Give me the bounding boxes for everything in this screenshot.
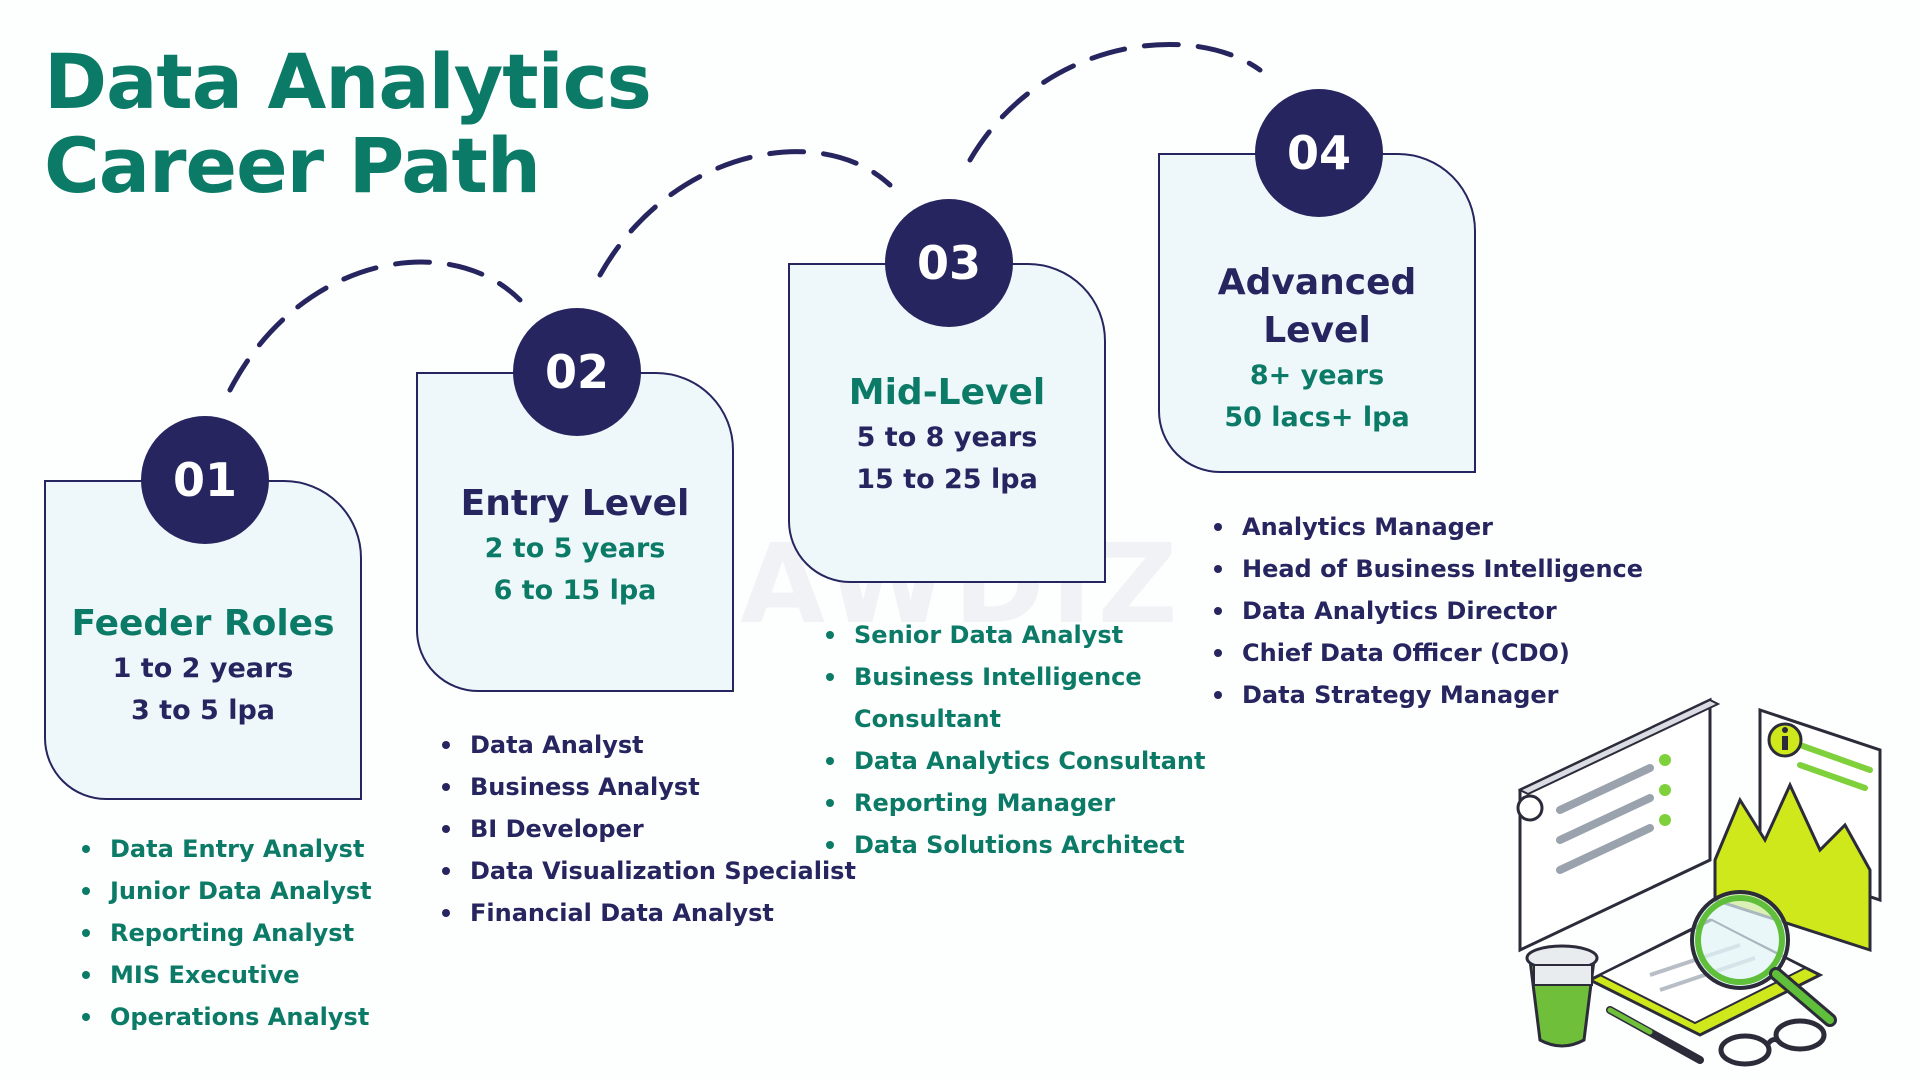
role-item: BI Developer — [436, 808, 856, 850]
role-item: Reporting Manager — [820, 782, 1205, 824]
stage-card-4: 04 Advanced Level 8+ years 50 lacs+ lpa — [1158, 89, 1476, 473]
analytics-illustration — [1516, 697, 1882, 1067]
stage-roles-list-3: Senior Data Analyst Business Intelligenc… — [820, 614, 1205, 866]
role-item: Data Strategy Manager — [1208, 674, 1643, 716]
stage-title: Advanced Level — [1217, 262, 1417, 351]
stage-roles-list-4: Analytics Manager Head of Business Intel… — [1208, 506, 1643, 716]
role-item: Operations Analyst — [76, 996, 372, 1038]
stage-experience: 5 to 8 years — [856, 422, 1038, 453]
role-item: Data Analytics Director — [1208, 590, 1643, 632]
role-item: Analytics Manager — [1208, 506, 1643, 548]
stage-experience: 2 to 5 years — [484, 533, 666, 564]
role-item: Head of Business Intelligence — [1208, 548, 1643, 590]
coffee-cup-icon — [1525, 944, 1599, 1048]
stage-card-1: 01 Feeder Roles 1 to 2 years 3 to 5 lpa — [44, 416, 362, 800]
stage-number-badge: 01 — [141, 416, 269, 544]
stage-roles-list-2: Data Analyst Business Analyst BI Develop… — [436, 724, 856, 934]
role-item: Data Visualization Specialist — [436, 850, 856, 892]
stage-number-badge: 02 — [513, 308, 641, 436]
stage-card-2: 02 Entry Level 2 to 5 years 6 to 15 lpa — [416, 308, 734, 692]
stage-salary: 50 lacs+ lpa — [1224, 402, 1410, 433]
role-item: Chief Data Officer (CDO) — [1208, 632, 1643, 674]
glasses-icon — [1718, 1018, 1827, 1067]
role-item: Business Intelligence — [820, 656, 1205, 698]
page-title: Data Analytics Career Path — [44, 37, 652, 210]
role-item: Data Analytics Consultant — [820, 740, 1205, 782]
role-item: Data Analyst — [436, 724, 856, 766]
info-icon — [1767, 722, 1803, 758]
title-line-1: Data Analytics — [44, 37, 652, 126]
pen-icon — [1606, 1006, 1704, 1064]
role-item: Reporting Analyst — [76, 912, 372, 954]
stage-experience: 8+ years — [1249, 360, 1385, 391]
stage-number-badge: 03 — [885, 199, 1013, 327]
stage-salary: 3 to 5 lpa — [130, 695, 276, 726]
stage-card-3: 03 Mid-Level 5 to 8 years 15 to 25 lpa — [788, 199, 1106, 583]
magnifier-icon — [1690, 890, 1837, 1027]
role-item: Data Entry Analyst — [76, 828, 372, 870]
stage-salary: 6 to 15 lpa — [493, 575, 657, 606]
role-item: Senior Data Analyst — [820, 614, 1205, 656]
role-item: Business Analyst — [436, 766, 856, 808]
role-item: Junior Data Analyst — [76, 870, 372, 912]
stage-roles-list-1: Data Entry Analyst Junior Data Analyst R… — [76, 828, 372, 1038]
stage-title: Feeder Roles — [71, 603, 335, 644]
stage-title: Mid-Level — [848, 372, 1046, 413]
role-item-continued: Consultant — [854, 705, 1002, 733]
stage-title: Entry Level — [460, 483, 690, 524]
connector-arc-2 — [597, 149, 893, 278]
role-item: Financial Data Analyst — [436, 892, 856, 934]
report-board-icon — [1516, 697, 1721, 953]
stage-salary: 15 to 25 lpa — [856, 464, 1038, 495]
stage-experience: 1 to 2 years — [112, 653, 294, 684]
connector-arc-3 — [967, 42, 1263, 163]
role-item: MIS Executive — [76, 954, 372, 996]
role-item: Data Solutions Architect — [820, 824, 1205, 866]
title-line-2: Career Path — [44, 121, 541, 210]
connector-arc-1 — [227, 259, 523, 393]
stage-number-badge: 04 — [1255, 89, 1383, 217]
